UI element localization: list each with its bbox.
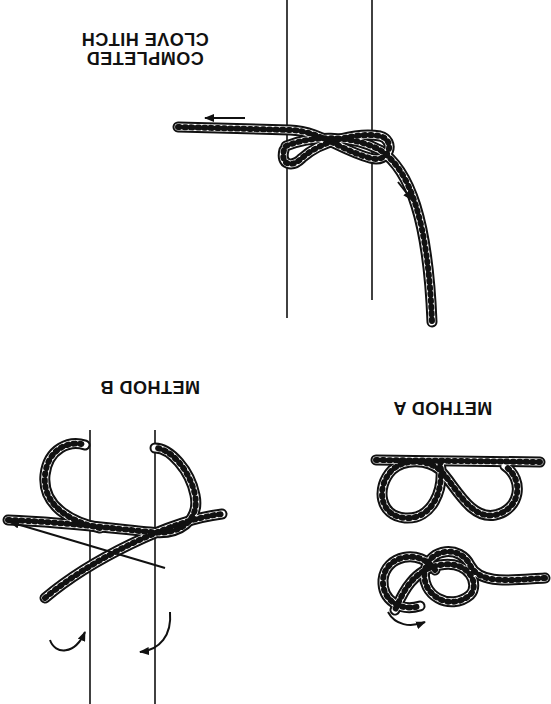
method-label: METHOD B — [100, 377, 200, 396]
method-label: METHOD A — [393, 398, 492, 417]
figure-title: COMPLETED CLOVE HITCH — [70, 29, 220, 67]
